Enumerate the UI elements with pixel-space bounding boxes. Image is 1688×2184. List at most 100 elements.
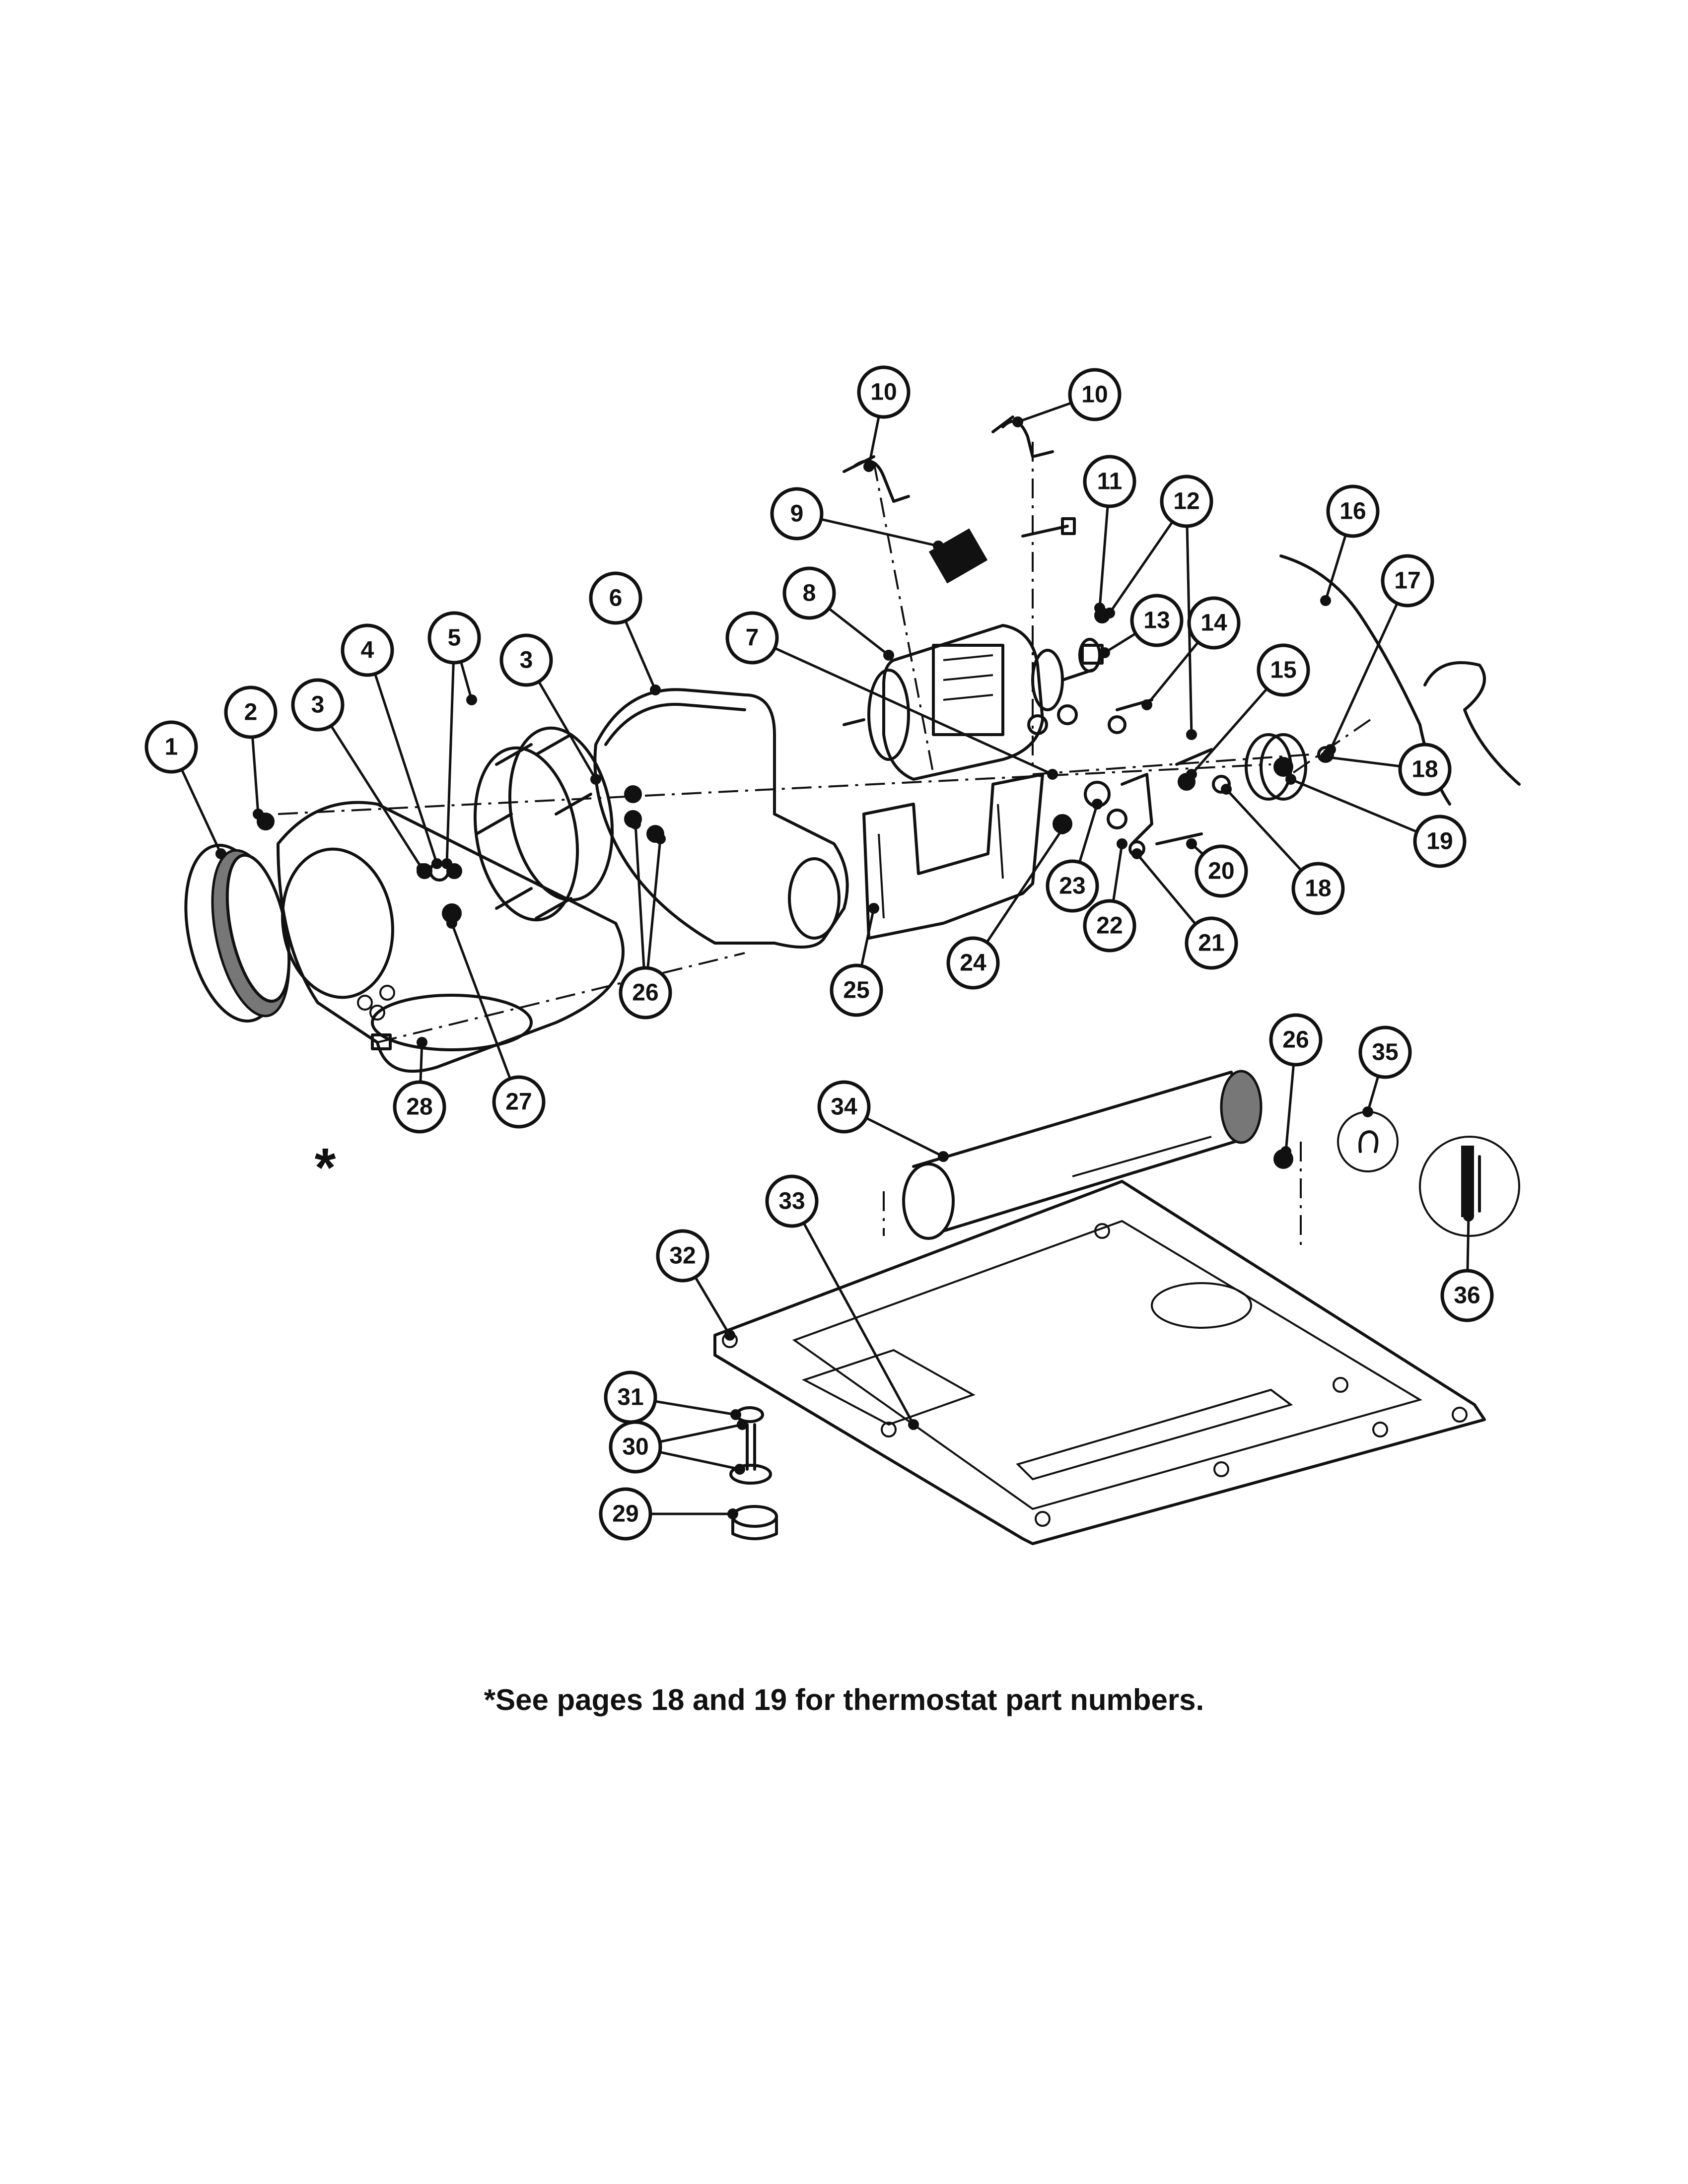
callout-35: 35	[1358, 1025, 1412, 1117]
callout-bubble	[1083, 899, 1136, 953]
callout-number: 28	[406, 1094, 432, 1120]
callout-bubble	[1046, 859, 1099, 913]
callout-bubble	[1440, 1269, 1494, 1322]
callout-bubble	[393, 1080, 446, 1134]
callout-arrowhead	[1047, 769, 1058, 780]
callout-arrowhead	[1012, 416, 1023, 427]
callout-number: 3	[311, 692, 325, 718]
callout-10: 10	[857, 365, 911, 472]
callout-arrowhead	[730, 1409, 741, 1420]
callout-bubble	[1083, 455, 1136, 508]
callout-18: 18	[1221, 784, 1345, 915]
callout-bubble	[1381, 554, 1434, 608]
callout-bubble	[599, 1487, 652, 1541]
callout-2: 2	[224, 685, 278, 819]
callout-number: 2	[244, 699, 258, 726]
callout-bubble	[224, 685, 278, 739]
callout-4: 4	[341, 623, 442, 869]
callout-leader-line	[366, 650, 438, 864]
callout-bubble	[1326, 484, 1380, 538]
callout-14: 14	[1141, 596, 1241, 710]
callout-bubble	[619, 966, 672, 1020]
callout-25: 25	[830, 903, 883, 1017]
dryer-base	[713, 1180, 1486, 1545]
assembly-axis-lines	[278, 442, 1371, 1251]
callout-number: 35	[1372, 1039, 1398, 1066]
callout-number: 27	[505, 1089, 532, 1115]
callout-bubble	[1257, 643, 1310, 697]
callout-19: 19	[1285, 774, 1467, 868]
callout-8: 8	[782, 566, 894, 661]
hook-detail-inset	[1337, 1111, 1399, 1172]
callout-28: 28	[393, 1037, 446, 1134]
motor-mount	[862, 773, 1044, 940]
callout-24: 24	[946, 823, 1068, 990]
callout-bubble	[782, 566, 836, 620]
callout-bubble	[492, 1075, 546, 1129]
callout-number: 3	[520, 647, 533, 674]
callout-leader-line	[790, 1200, 915, 1426]
callout-13: 13	[1099, 594, 1184, 658]
callout-arrowhead	[727, 1508, 738, 1519]
callout-arrowhead	[1463, 1211, 1474, 1222]
callout-bubble	[1130, 594, 1184, 647]
callout-arrowhead	[724, 1330, 735, 1341]
callout-arrowhead	[1117, 838, 1127, 849]
callout-6: 6	[589, 571, 661, 695]
callout-arrowhead	[1131, 848, 1142, 859]
callout-bubble	[1185, 916, 1238, 970]
callout-arrowhead	[1285, 774, 1296, 785]
callout-number: 29	[612, 1501, 638, 1527]
clip-detail-inset	[1419, 1136, 1520, 1237]
callout-arrowhead	[650, 684, 661, 695]
callout-bubble	[1291, 862, 1345, 915]
callout-arrowhead	[863, 461, 874, 472]
callout-arrowhead	[737, 1419, 748, 1430]
callout-21: 21	[1131, 848, 1238, 970]
callout-number: 16	[1339, 498, 1366, 525]
callout-number: 6	[609, 585, 623, 612]
callout-arrowhead	[1325, 744, 1336, 755]
callout-number: 11	[1097, 469, 1123, 495]
callout-arrowhead	[1362, 1106, 1373, 1117]
callout-arrowhead	[1186, 729, 1197, 740]
callout-number: 17	[1394, 568, 1420, 594]
callout-bubble	[1160, 475, 1213, 528]
callout-bubble	[144, 720, 198, 774]
callout-11: 11	[1083, 455, 1136, 614]
callout-bubble	[817, 1080, 871, 1134]
callout-bubble	[609, 1420, 662, 1474]
thermostat-asterisk-marker: *	[315, 1137, 336, 1198]
thermostat-footnote: *See pages 18 and 19 for thermostat part…	[484, 1683, 1204, 1716]
callout-arrowhead	[1092, 799, 1103, 810]
callout-arrowhead	[417, 863, 427, 874]
callout-bubble	[765, 1174, 819, 1228]
callout-arrowhead	[933, 541, 944, 551]
callout-arrowhead	[1320, 595, 1331, 606]
callout-number: 32	[669, 1243, 696, 1269]
callout-arrowhead	[1186, 769, 1197, 780]
callout-bubble	[946, 936, 1000, 990]
callout-number: 20	[1208, 858, 1234, 885]
callout-5: 5	[427, 611, 481, 869]
callout-arrowhead	[590, 774, 601, 785]
callout-arrowhead	[466, 694, 477, 705]
callout-arrowhead	[417, 1037, 427, 1048]
callout-number: 22	[1096, 913, 1123, 939]
callout-10: 10	[1012, 368, 1122, 427]
callout-arrowhead	[868, 903, 879, 914]
callout-arrowhead	[655, 833, 666, 844]
callout-leader-line	[445, 637, 456, 864]
callout-arrowhead	[938, 1151, 949, 1162]
callout-arrowhead	[431, 858, 442, 869]
callout-bubble	[1398, 743, 1452, 796]
callout-1: 1	[144, 720, 226, 859]
callout-bubble	[830, 963, 883, 1017]
callout-number: 13	[1143, 608, 1170, 634]
callout-3: 3	[291, 678, 427, 874]
callout-34: 34	[817, 1080, 949, 1162]
callout-arrowhead	[1104, 608, 1115, 618]
callout-arrowhead	[908, 1419, 919, 1430]
blower-housing-plate	[277, 801, 625, 1073]
leveling-leg	[729, 1406, 778, 1540]
